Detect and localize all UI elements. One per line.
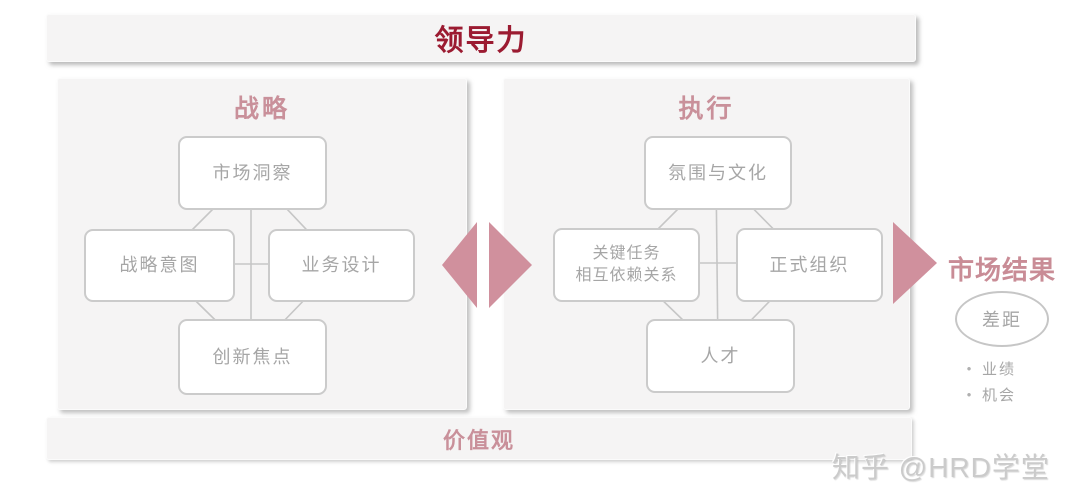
gap-label: 差距 xyxy=(982,310,1022,330)
market-results-title: 市场结果 xyxy=(948,255,1057,285)
values-banner: 价值观 xyxy=(46,417,912,460)
strategy-panel: 战略 市场洞察 战略意图 业务设计 创新焦点 xyxy=(57,78,467,410)
market-results-arrow xyxy=(893,222,937,304)
execution-panel: 执行 氛围与文化 关键任务 相互依赖关系 正式组织 人才 xyxy=(503,78,910,410)
bullet-opportunity-label: 机会 xyxy=(982,387,1017,404)
bullet-dot-icon: • xyxy=(966,361,974,376)
values-label: 价值观 xyxy=(442,427,515,453)
arrow-left-icon xyxy=(442,222,477,308)
strategy-heading: 战略 xyxy=(233,95,290,123)
bullet-performance: • 业绩 xyxy=(958,358,1068,379)
gap-arrows xyxy=(442,222,532,308)
node-market-insight-label: 市场洞察 xyxy=(212,162,293,183)
arrow-right-icon xyxy=(489,222,532,308)
node-talent: 人才 xyxy=(646,319,795,393)
node-formal-organization: 正式组织 xyxy=(736,228,883,302)
node-climate-culture-label: 氛围与文化 xyxy=(668,162,768,183)
node-market-insight: 市场洞察 xyxy=(178,136,327,210)
bullet-dot-icon: • xyxy=(966,387,974,402)
bullet-opportunity: • 机会 xyxy=(958,384,1068,405)
node-innovation-focus-label: 创新焦点 xyxy=(212,346,293,367)
node-key-tasks-label-line2: 相互依赖关系 xyxy=(575,267,678,284)
market-results-arrow-icon xyxy=(893,222,937,304)
node-strategic-intent-label: 战略意图 xyxy=(119,255,200,276)
node-formal-organization-label: 正式组织 xyxy=(769,254,850,275)
leadership-label: 领导力 xyxy=(434,25,528,57)
node-strategic-intent: 战略意图 xyxy=(84,229,235,302)
node-business-design-label: 业务设计 xyxy=(301,255,382,276)
node-business-design: 业务设计 xyxy=(268,229,415,302)
node-key-tasks: 关键任务 相互依赖关系 xyxy=(553,228,700,302)
gap-ellipse: 差距 xyxy=(955,291,1049,347)
watermark: 知乎 @HRD学堂 xyxy=(832,452,1050,483)
node-key-tasks-label-line1: 关键任务 xyxy=(592,245,661,263)
node-innovation-focus: 创新焦点 xyxy=(178,319,327,395)
node-climate-culture: 氛围与文化 xyxy=(644,136,792,210)
results-bullet-list: • 业绩 • 机会 xyxy=(958,358,1068,410)
leadership-banner: 领导力 xyxy=(46,14,916,62)
node-talent-label: 人才 xyxy=(700,345,741,366)
bullet-performance-label: 业绩 xyxy=(982,361,1017,378)
execution-heading: 执行 xyxy=(678,95,735,123)
